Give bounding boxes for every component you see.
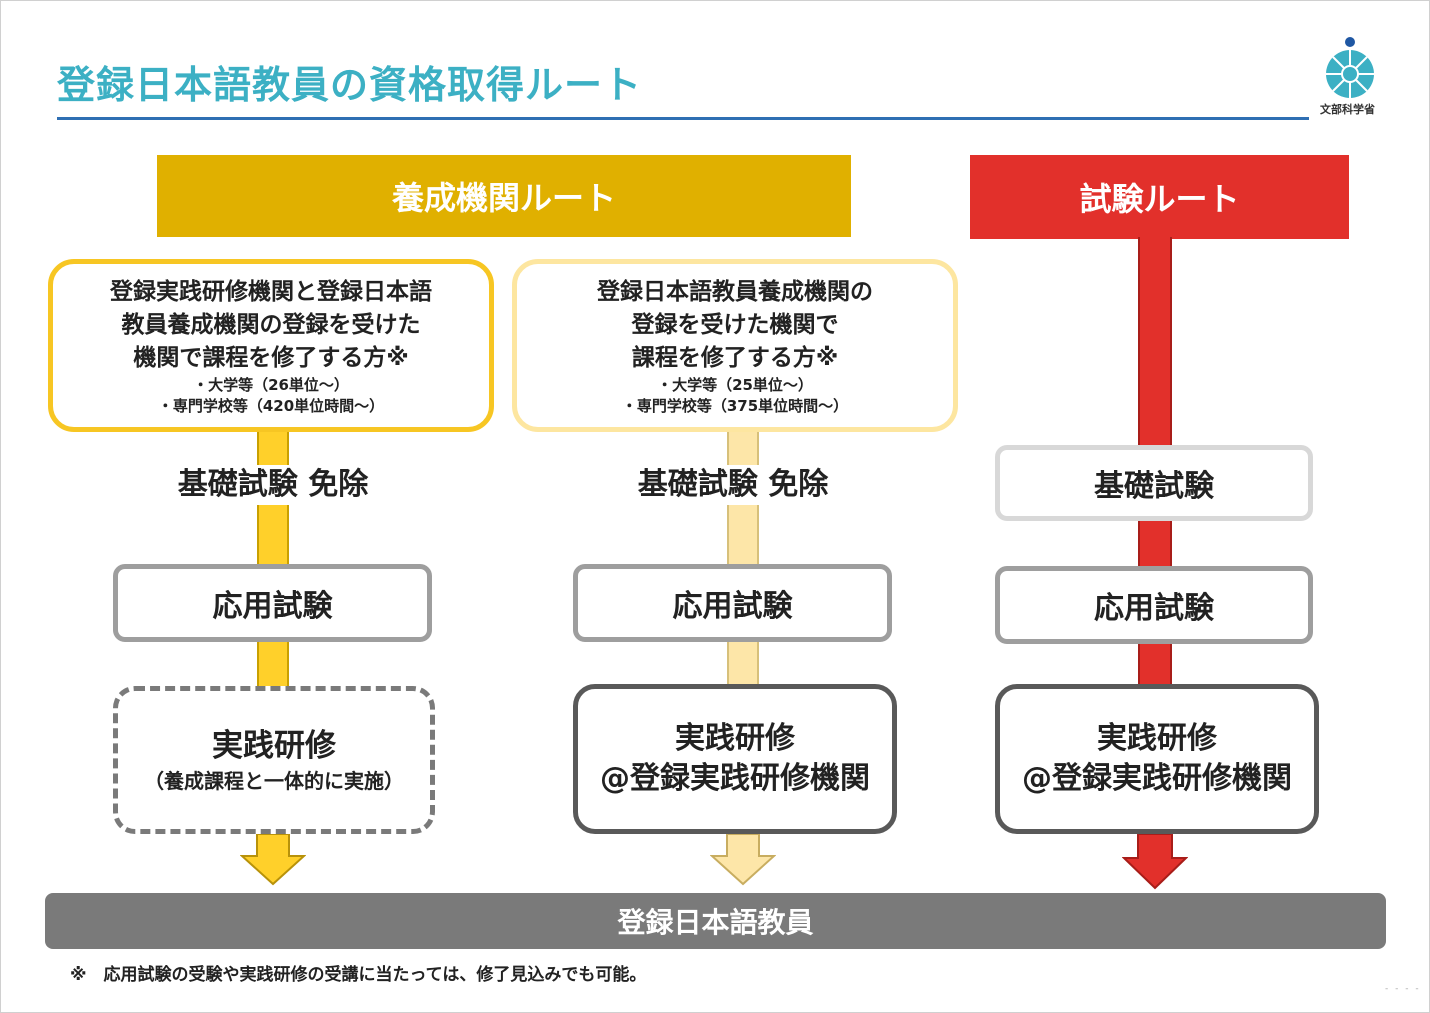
practical-training-title: 実践研修 [675,721,795,756]
qualification-line: 機関で課程を修了する方※ [133,345,409,371]
qualification-box-col2: 登録日本語教員養成機関の 登録を受けた機関で 課程を修了する方※ ・大学等（25… [512,259,958,432]
practical-training-box-col3: 実践研修 @登録実践研修機関 [995,684,1319,834]
applied-exam-box-col3: 応用試験 [995,566,1313,644]
registered-teacher-bar: 登録日本語教員 [45,893,1386,949]
mext-logo-icon [1326,37,1374,98]
down-arrow-icon [1122,834,1188,890]
applied-exam-box-col2: 応用試験 [573,564,892,642]
exam-route-label: 試験ルート [1079,180,1240,218]
applied-exam-label: 応用試験 [672,589,793,624]
basic-exam-exempt-col1: 基礎試験 免除 [160,465,386,505]
practical-training-detail: （養成課程と一体的に実施） [144,769,404,793]
practical-training-box-col2: 実践研修 @登録実践研修機関 [573,684,897,834]
footnote: ※ 応用試験の受験や実践研修の受講に当たっては、修了見込みでも可能。 [70,965,647,985]
training-route-label: 養成機関ルート [391,179,616,217]
exam-route-banner: 試験ルート [970,155,1349,239]
registered-teacher-label: 登録日本語教員 [617,906,814,939]
qualification-sub-line: ・大学等（25単位～） [657,376,813,394]
down-arrow-icon [710,834,776,886]
basic-exam-exempt-col2: 基礎試験 免除 [620,465,846,505]
practical-training-box-col1: 実践研修 （養成課程と一体的に実施） [113,686,435,834]
logo-text: 文部科学省 [1320,103,1375,116]
page-indicator: - - - - [1385,984,1421,994]
applied-exam-label: 応用試験 [1094,591,1214,626]
title-underline [57,117,1309,120]
basic-exam-label: 基礎試験 [1094,469,1214,504]
qualification-line: 課程を修了する方※ [631,345,839,371]
practical-training-title: 実践研修 [1097,721,1217,756]
down-arrow-icon [240,834,306,886]
qualification-sub-line: ・大学等（26単位～） [193,376,349,394]
qualification-box-col1: 登録実践研修機関と登録日本語 教員養成機関の登録を受けた 機関で課程を修了する方… [48,259,494,432]
practical-training-title: 実践研修 [212,728,336,764]
page-title: 登録日本語教員の資格取得ルート [57,63,643,107]
qualification-line: 教員養成機関の登録を受けた [121,312,421,338]
training-route-banner: 養成機関ルート [157,155,851,237]
qualification-line: 登録実践研修機関と登録日本語 [110,279,432,305]
practical-training-detail: @登録実践研修機関 [1022,761,1292,796]
qualification-line: 登録日本語教員養成機関の [597,279,873,305]
practical-training-detail: @登録実践研修機関 [600,761,870,796]
applied-exam-box-col1: 応用試験 [113,564,432,642]
qualification-sub-line: ・専門学校等（375単位時間～） [621,397,849,415]
applied-exam-label: 応用試験 [212,589,333,624]
qualification-sub-line: ・専門学校等（420単位時間～） [157,397,385,415]
basic-exam-box-col3: 基礎試験 [995,445,1313,521]
qualification-line: 登録を受けた機関で [631,312,839,338]
